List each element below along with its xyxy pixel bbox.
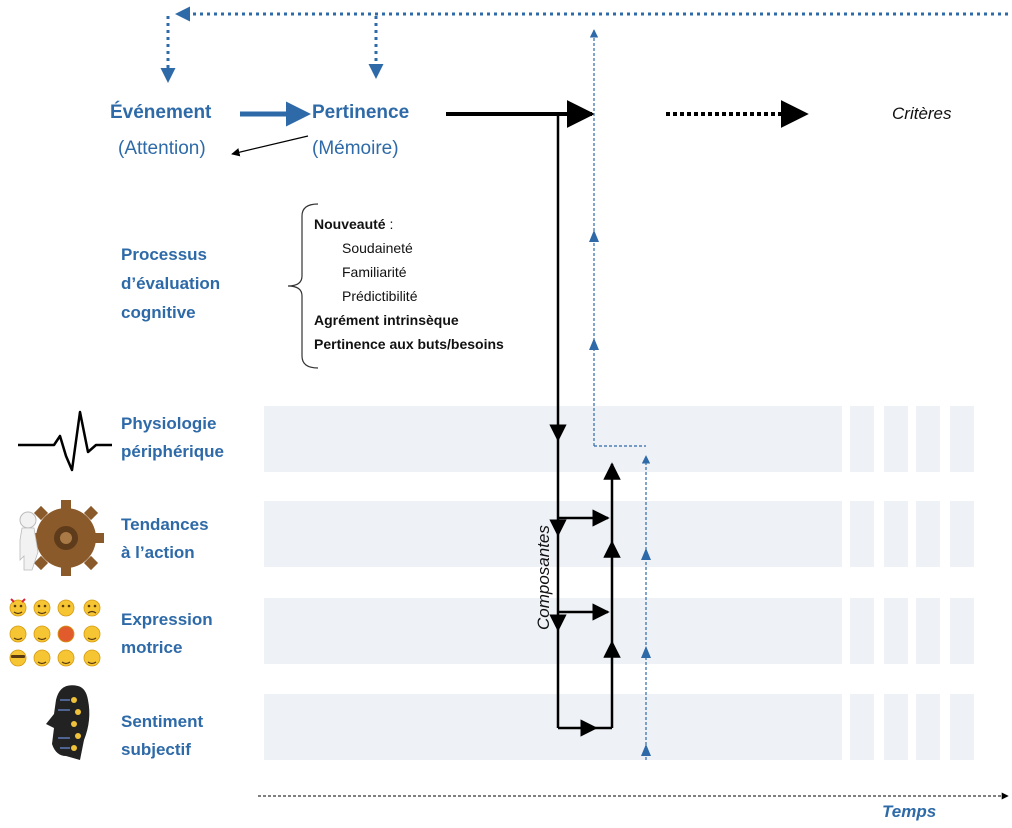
event-label: Événement bbox=[110, 102, 212, 123]
emoji-faces-icon bbox=[9, 598, 101, 667]
band-feeling bbox=[264, 694, 842, 760]
blue-feedback-arrowheads bbox=[589, 230, 651, 756]
band-physiology bbox=[264, 406, 842, 472]
component-bands bbox=[264, 406, 974, 760]
novelty-subitem: Familiarité bbox=[342, 264, 407, 280]
event-sub: (Attention) bbox=[118, 138, 206, 159]
gear-pushing-figure-icon bbox=[19, 500, 104, 576]
component-row-line: subjectif bbox=[121, 740, 191, 759]
appraisal-title-line: d’évaluation bbox=[121, 274, 221, 293]
criteria-label: Critères bbox=[892, 104, 952, 123]
relevance-sub: (Mémoire) bbox=[312, 138, 399, 159]
novelty-label: Nouveauté bbox=[314, 216, 386, 232]
appraisal-title-line: cognitive bbox=[121, 303, 196, 322]
novelty-suffix: : bbox=[385, 216, 394, 232]
component-flow-black bbox=[549, 114, 621, 737]
component-row-expression: Expression motrice bbox=[121, 606, 213, 662]
heartbeat-icon bbox=[18, 410, 112, 472]
relevance-to-attention-arrow bbox=[231, 135, 309, 157]
appraisal-title: Processus d’évaluation cognitive bbox=[121, 240, 220, 327]
component-row-line: Expression bbox=[121, 610, 213, 629]
novelty-subitem: Prédictibilité bbox=[342, 288, 418, 304]
component-row-line: périphérique bbox=[121, 442, 224, 461]
component-row-line: Sentiment bbox=[121, 712, 204, 731]
component-row-line: Tendances bbox=[121, 515, 209, 534]
component-row-action: Tendances à l’action bbox=[121, 511, 209, 567]
components-vertical-label: Composantes bbox=[534, 525, 553, 630]
pleasantness-label: Agrément intrinsèque bbox=[314, 312, 459, 328]
component-row-line: à l’action bbox=[121, 543, 195, 562]
goal-relevance-item: Pertinence aux buts/besoins bbox=[314, 332, 504, 356]
pleasantness-item: Agrément intrinsèque bbox=[314, 308, 504, 332]
component-row-feeling: Sentiment subjectif bbox=[121, 708, 203, 764]
relevance-label: Pertinence bbox=[312, 102, 410, 123]
appraisal-title-line: Processus bbox=[121, 245, 207, 264]
component-row-line: motrice bbox=[121, 638, 183, 657]
novelty-subitem: Soudaineté bbox=[342, 240, 413, 256]
goal-relevance-label: Pertinence aux buts/besoins bbox=[314, 336, 504, 352]
component-row-physiology: Physiologie périphérique bbox=[121, 410, 224, 466]
word-cloud-head-icon bbox=[46, 685, 90, 760]
time-axis-label: Temps bbox=[882, 802, 937, 821]
component-row-line: Physiologie bbox=[121, 414, 217, 433]
feedback-dotted-line bbox=[160, 6, 1008, 83]
appraisal-brace bbox=[287, 203, 319, 369]
appraisal-criteria-list: Nouveauté : Soudaineté Familiarité Prédi… bbox=[314, 212, 504, 356]
novelty-item: Nouveauté : bbox=[314, 212, 504, 236]
